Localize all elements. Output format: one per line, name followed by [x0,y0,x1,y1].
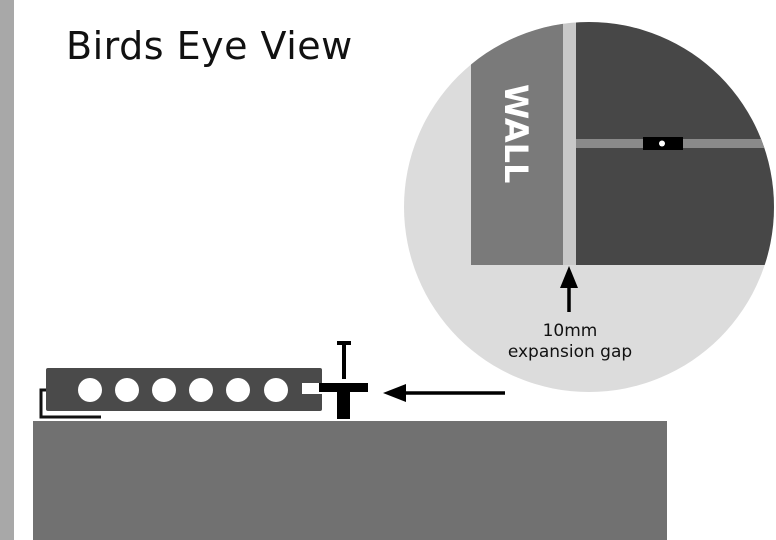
screw [337,341,351,379]
board-profile [46,368,322,411]
page-title: Birds Eye View [66,24,353,68]
screw-head [337,341,351,345]
wall-label: WALL [497,84,535,183]
inset-clip-hole [659,140,665,147]
floor-slab [33,421,667,540]
t-clip-stem [337,392,350,419]
gap-label-line1: 10mm [543,321,598,341]
board-hole [189,378,213,402]
board-groove [302,383,322,394]
gap-label-line2: expansion gap [508,342,632,362]
board-hole [152,378,176,402]
magnified-inset: WALL 10mm expansion gap [404,22,774,392]
t-clip-top [319,383,368,392]
board-hole [226,378,250,402]
inset-wall [471,22,563,265]
board-hole [264,378,288,402]
t-clip [319,383,368,419]
clip-arrow-head [383,384,406,402]
screw-shank [342,345,346,379]
inset-expansion-gap [563,22,576,265]
board-hole [78,378,102,402]
gap-arrow-head [560,266,578,288]
left-edge-bar [0,0,14,540]
board-hole [115,378,139,402]
board-body [46,368,322,411]
